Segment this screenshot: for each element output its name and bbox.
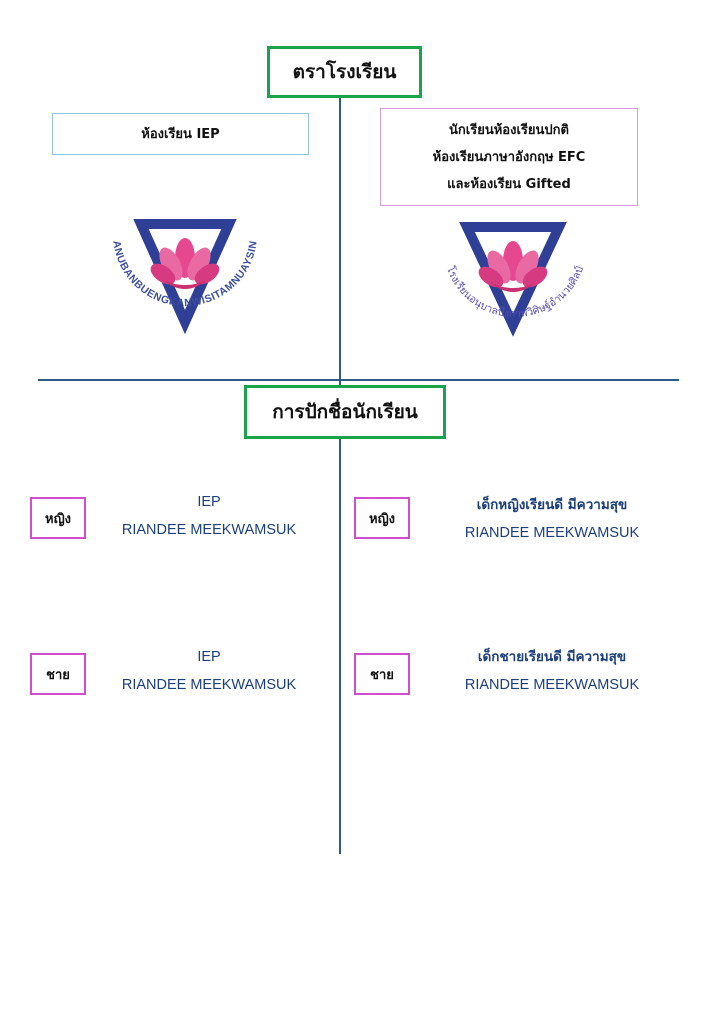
iep-boy-line-1: IEP <box>197 649 221 665</box>
regular-label-line-2: ห้องเรียนภาษาอังกฤษ EFC <box>432 149 586 165</box>
girl-tag-left: หญิง <box>30 497 86 539</box>
boy-tag-left-text: ชาย <box>46 667 70 683</box>
regular-boy-embroidery: เด็กชายเรียนดี มีความสุข RIANDEE MEEKWAM… <box>428 643 676 699</box>
logo-section-title: ตราโรงเรียน <box>267 46 422 98</box>
regular-boy-line-1: เด็กชายเรียนดี มีความสุข <box>477 649 627 665</box>
regular-boy-line-2: RIANDEE MEEKWAMSUK <box>464 677 640 693</box>
regular-girl-line-1: เด็กหญิงเรียนดี มีความสุข <box>476 497 628 513</box>
iep-label-text: ห้องเรียน IEP <box>141 126 220 142</box>
girl-tag-left-text: หญิง <box>45 511 71 527</box>
iep-girl-line-1: IEP <box>197 494 221 510</box>
iep-label-box: ห้องเรียน IEP <box>52 113 309 155</box>
lotus-icon <box>478 241 548 292</box>
girl-tag-right: หญิง <box>354 497 410 539</box>
embroidery-section-title: การปักชื่อนักเรียน <box>244 385 446 439</box>
vertical-divider <box>339 97 341 854</box>
iep-boy-line-2: RIANDEE MEEKWAMSUK <box>121 677 297 693</box>
iep-girl-embroidery: IEP RIANDEE MEEKWAMSUK <box>100 488 318 544</box>
embroidery-section-title-text: การปักชื่อนักเรียน <box>272 401 418 423</box>
regular-label-line-3: และห้องเรียน Gifted <box>447 176 571 192</box>
regular-school-logo: โรงเรียนอนุบาลบึงกาฬวิศิษฐ์อำนวยศิลป์ <box>444 222 586 337</box>
iep-boy-embroidery: IEP RIANDEE MEEKWAMSUK <box>100 643 318 699</box>
boy-tag-right-text: ชาย <box>370 667 394 683</box>
iep-girl-line-2: RIANDEE MEEKWAMSUK <box>121 522 297 538</box>
logo-section-title-text: ตราโรงเรียน <box>292 61 397 83</box>
girl-tag-right-text: หญิง <box>369 511 395 527</box>
lotus-icon <box>150 238 220 289</box>
regular-label-box: นักเรียนห้องเรียนปกติ ห้องเรียนภาษาอังกฤ… <box>380 108 638 206</box>
regular-girl-line-2: RIANDEE MEEKWAMSUK <box>464 525 640 541</box>
boy-tag-right: ชาย <box>354 653 410 695</box>
boy-tag-left: ชาย <box>30 653 86 695</box>
regular-label-line-1: นักเรียนห้องเรียนปกติ <box>449 122 569 138</box>
regular-girl-embroidery: เด็กหญิงเรียนดี มีความสุข RIANDEE MEEKWA… <box>428 491 676 547</box>
iep-school-logo: ANUBANBUENGKANWISITAMNUAYSIN <box>110 219 259 335</box>
horizontal-divider <box>38 379 679 381</box>
